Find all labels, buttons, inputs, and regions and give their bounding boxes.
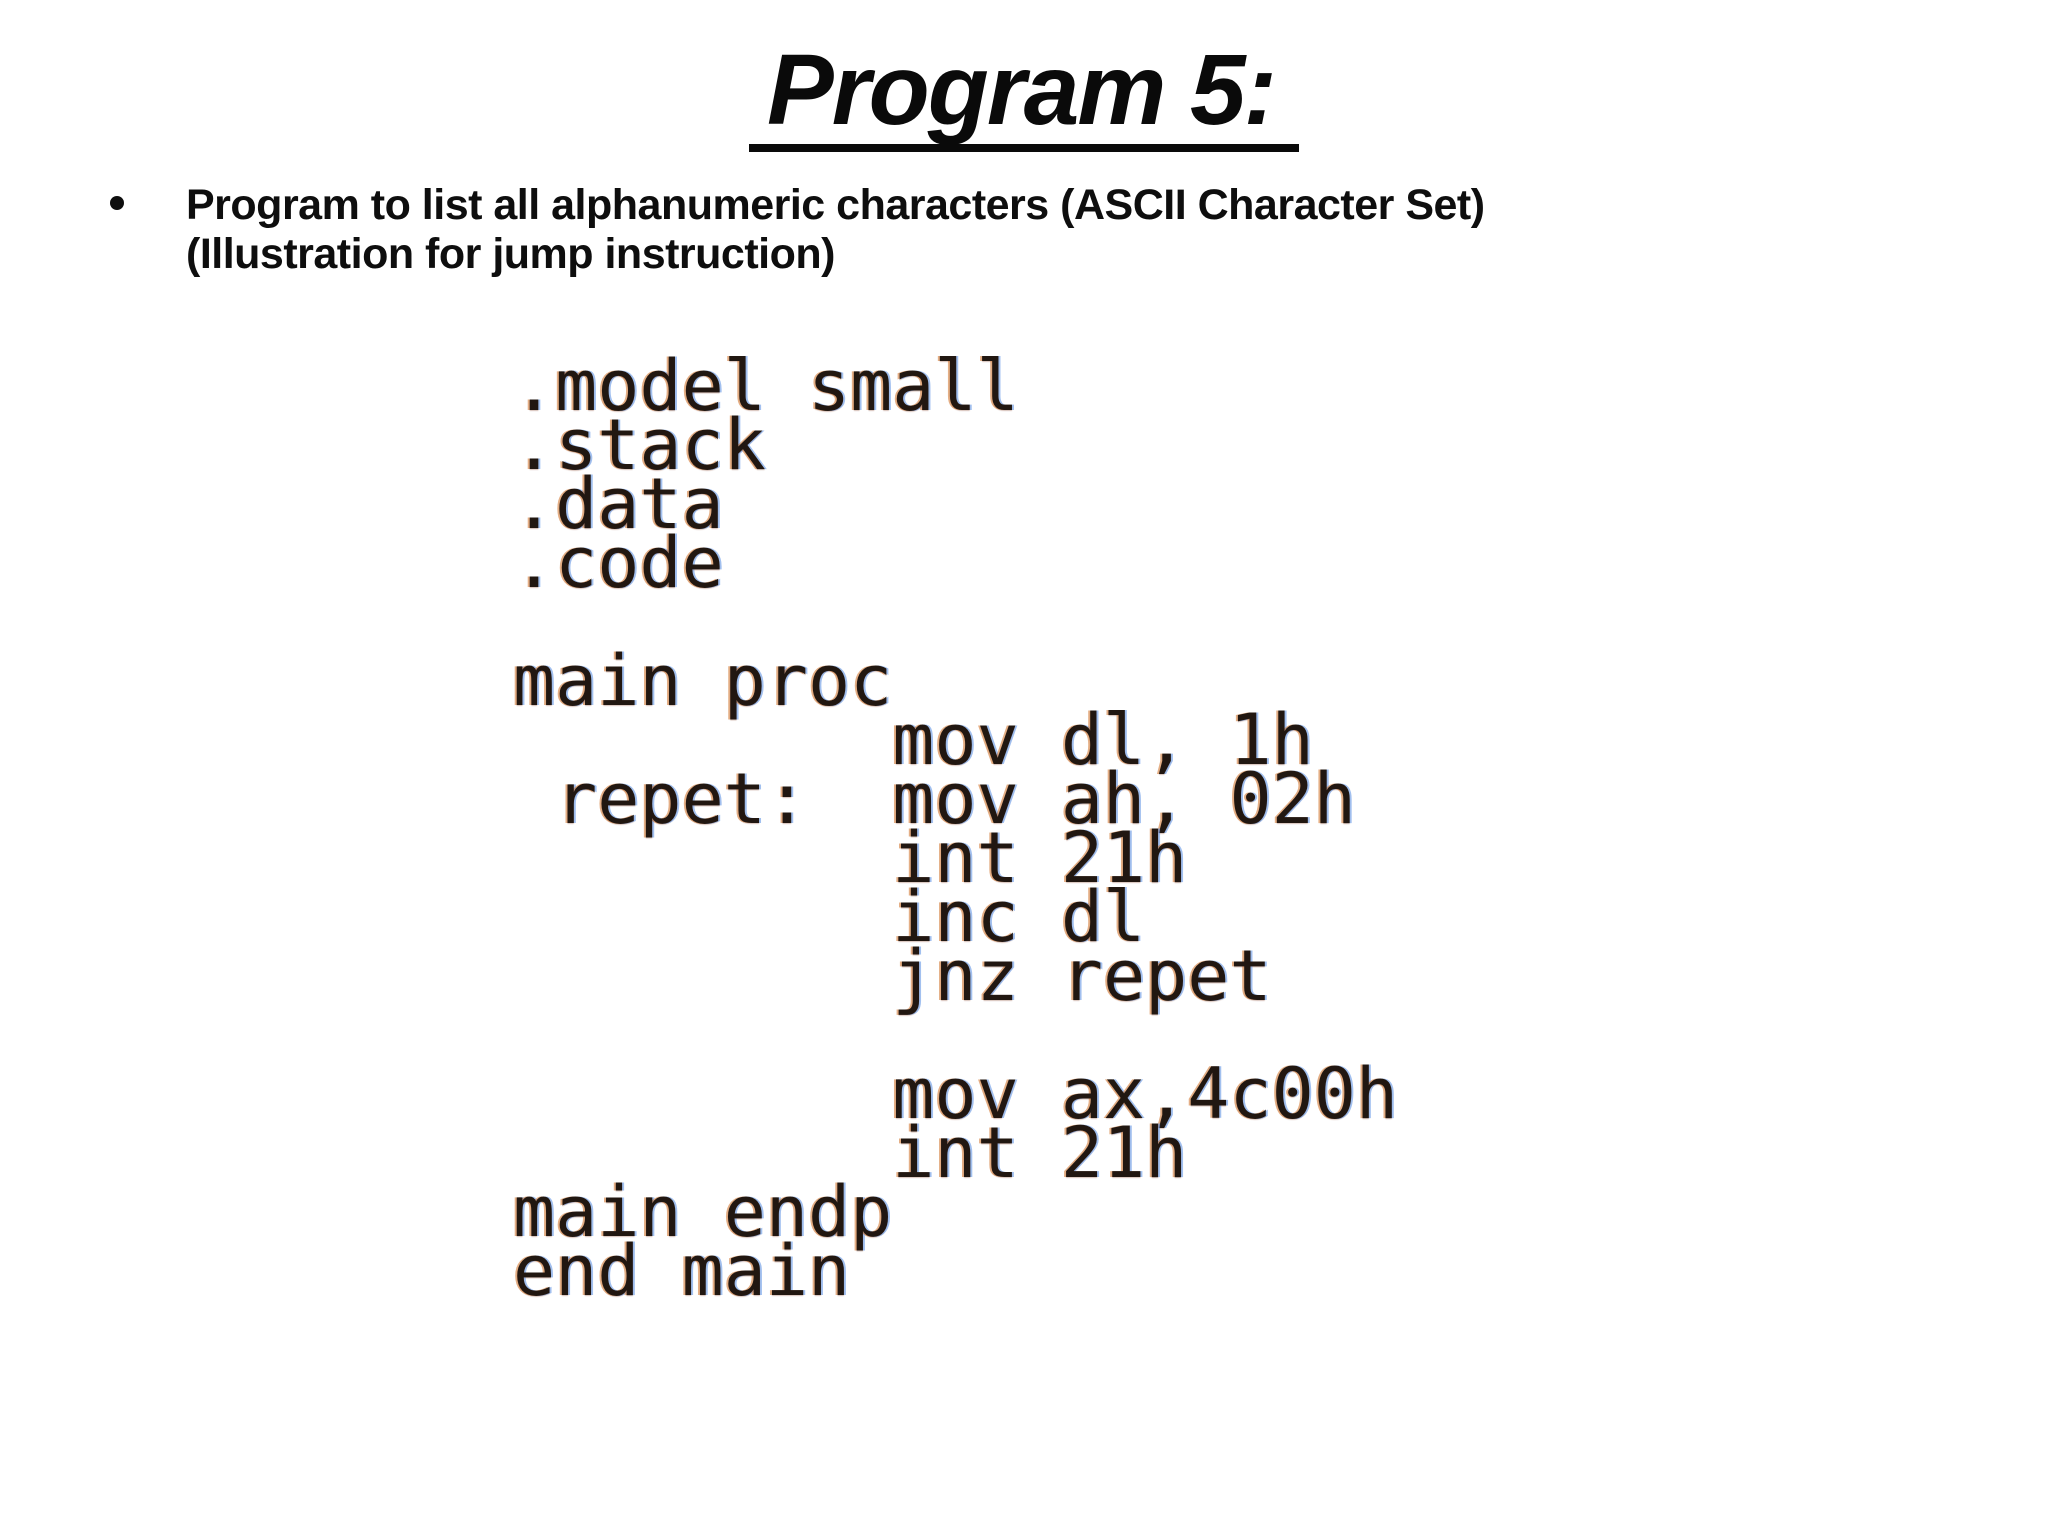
bullet-marker	[110, 196, 124, 210]
bullet-line-1: Program to list all alphanumeric charact…	[186, 181, 1485, 229]
title-row: Program 5:	[0, 38, 2048, 152]
assembly-code-listing: .model small .stack .data .code main pro…	[513, 345, 1399, 1312]
page-title: Program 5:	[749, 38, 1299, 152]
bullet-line-2: (Illustration for jump instruction)	[186, 230, 835, 278]
bullet-text: Program to list all alphanumeric charact…	[186, 181, 1485, 279]
